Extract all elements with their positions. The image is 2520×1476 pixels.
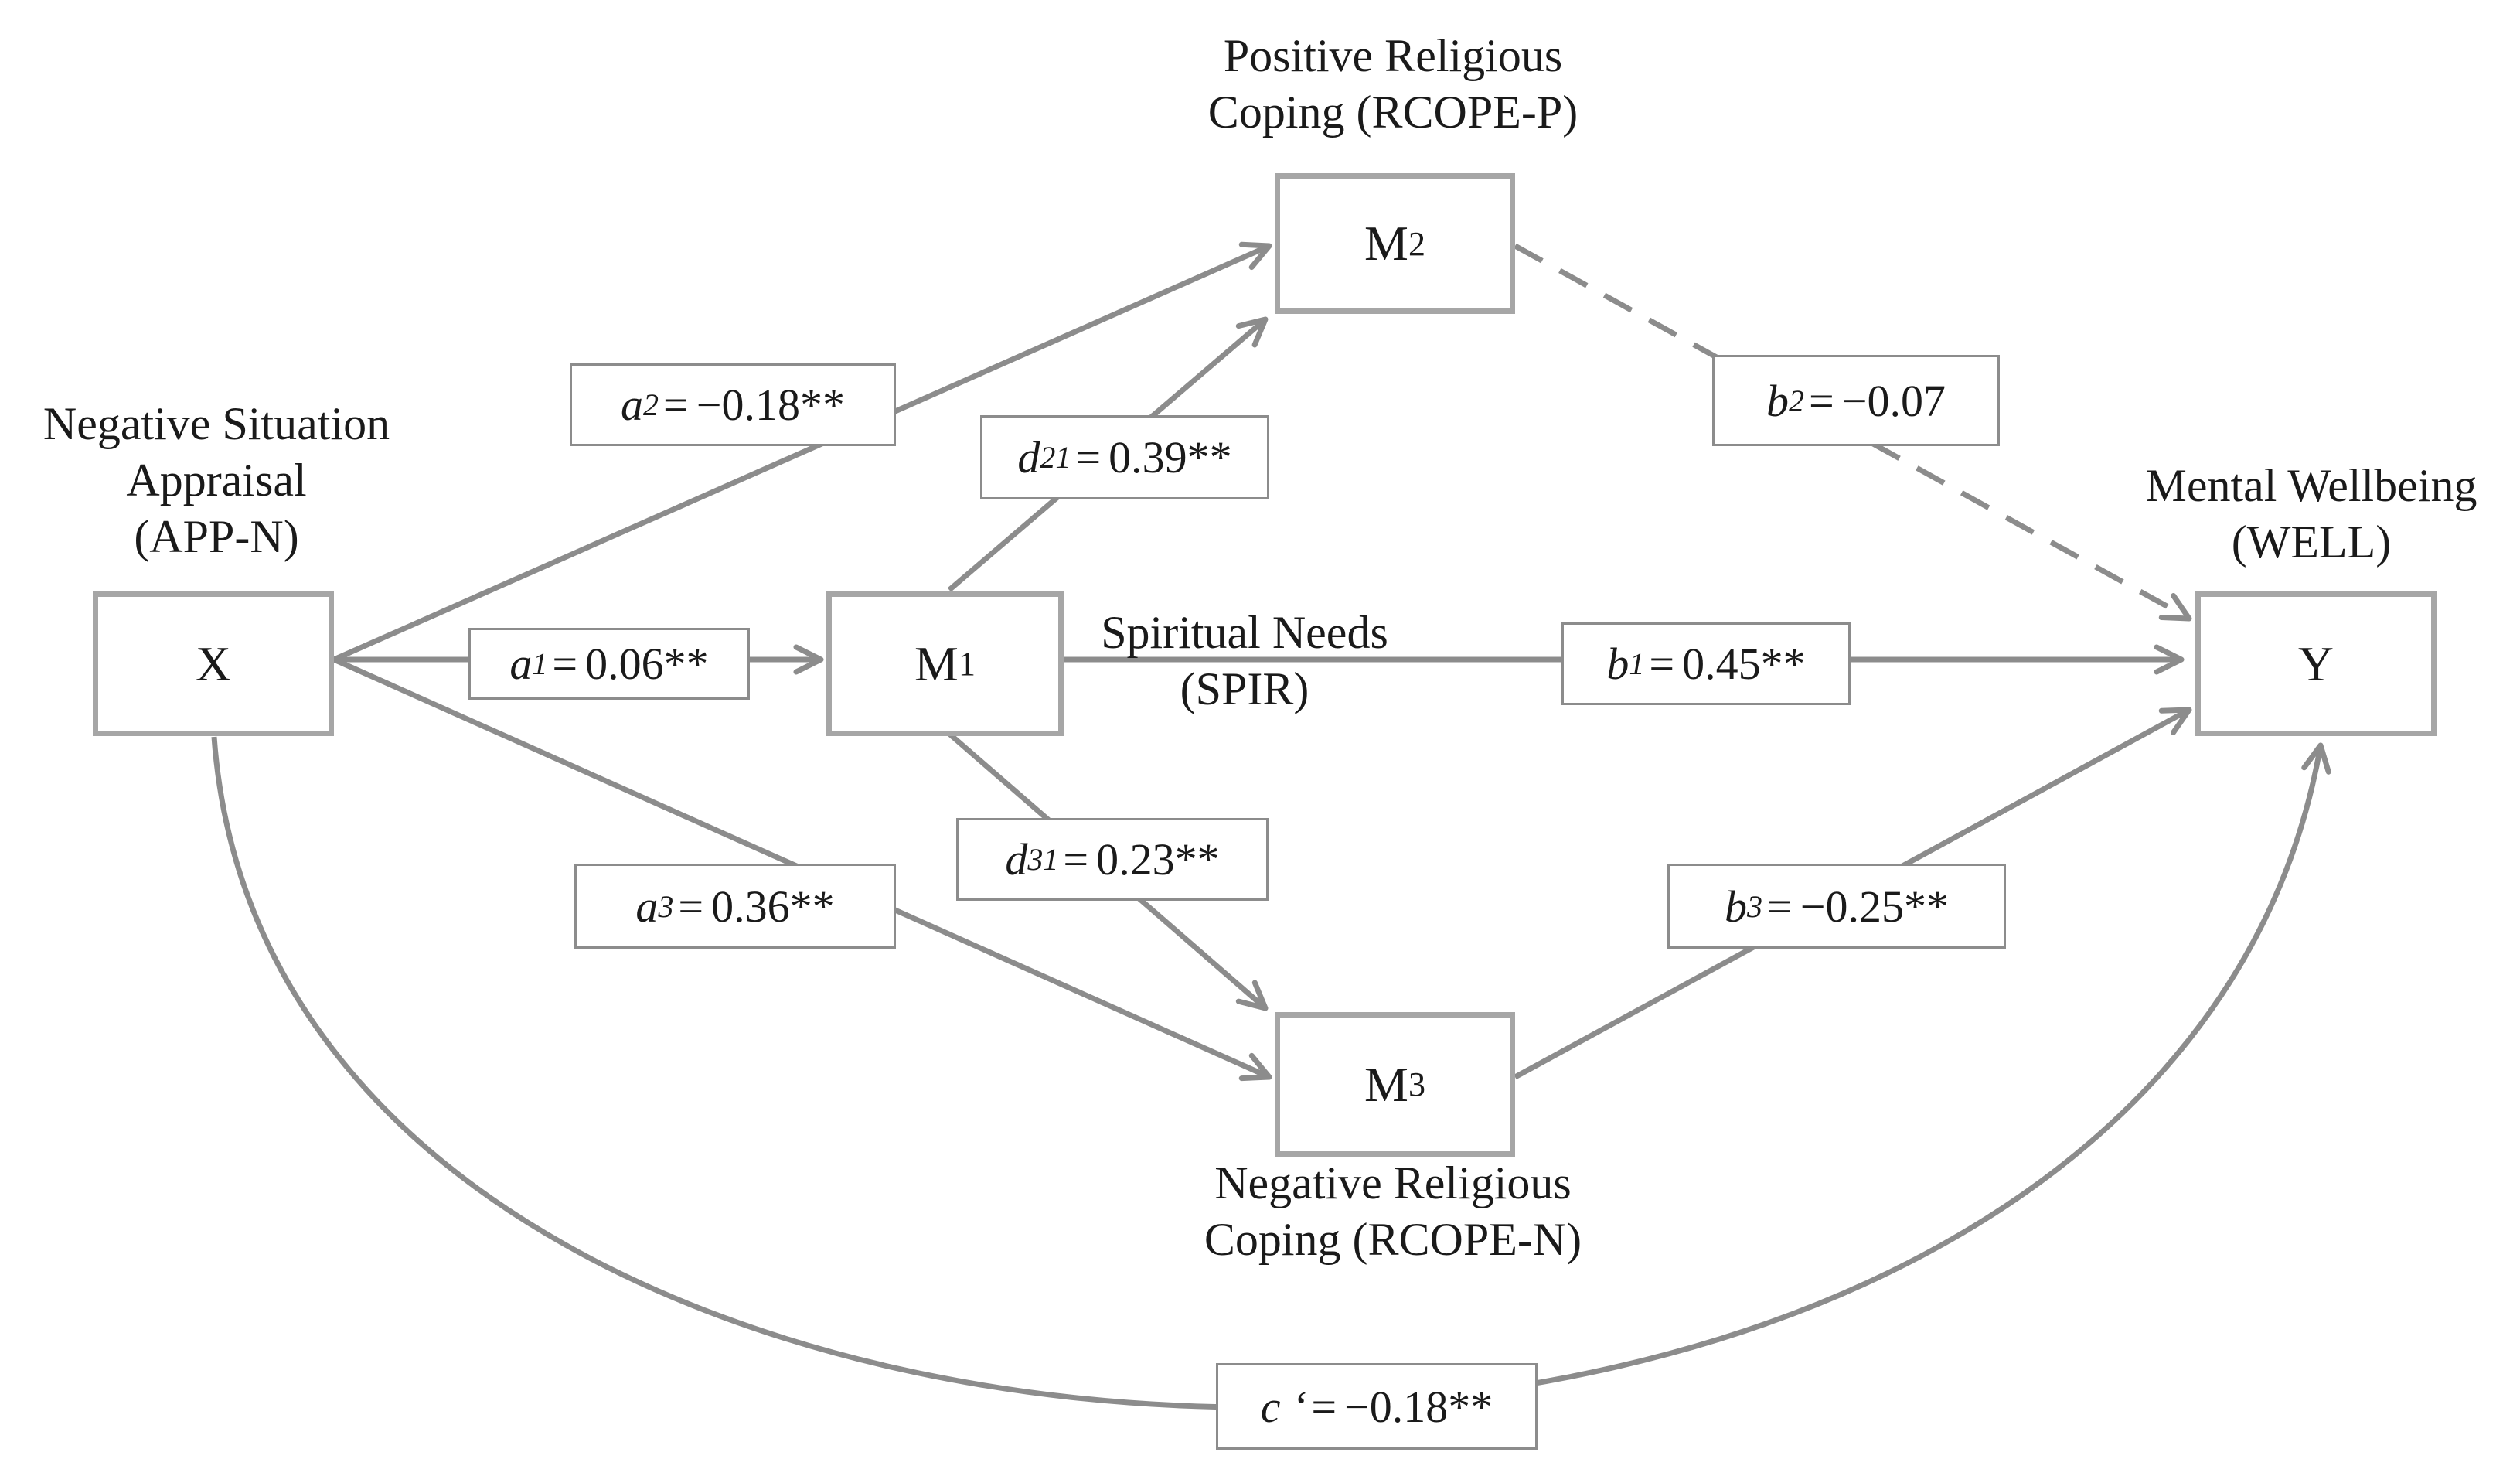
arrow-a2 [332,241,1272,663]
coef-c-prime: c ‘=−0.18** [1216,1363,1538,1450]
m1-label: Spiritual Needs (SPIR) [1101,607,1388,715]
m3-label: Negative Religious Coping (RCOPE-N) [1204,1157,1582,1266]
y-label: Mental Wellbeing (WELL) [2145,460,2477,568]
node-y: Y [2195,591,2437,736]
node-x: X [93,591,334,736]
x-label: Negative Situation Appraisal (APP-N) [43,398,390,563]
m2-label: Positive Religious Coping (RCOPE-P) [1207,30,1578,138]
